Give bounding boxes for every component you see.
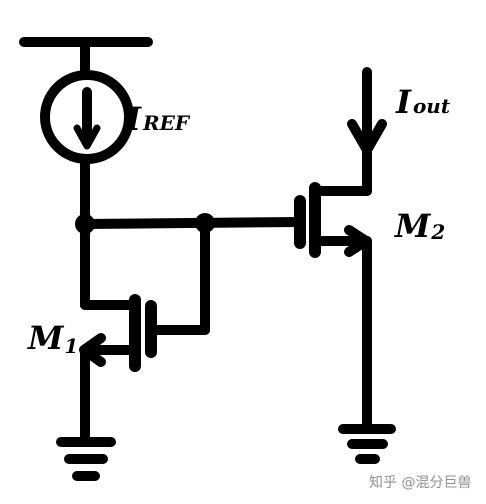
watermark-text: 知乎 @混分巨兽 (369, 474, 471, 491)
m1-label: M1 (27, 319, 78, 358)
m2-label: M2 (394, 207, 445, 245)
transistor-m2 (294, 67, 372, 431)
gate-bus-wire (80, 217, 305, 229)
current-source-arrow-head (73, 124, 101, 150)
ground-right (338, 424, 396, 464)
iout-arrow-head (347, 119, 387, 155)
transistor-m1 (79, 218, 210, 443)
ground-left (56, 437, 116, 481)
reference-current-source (40, 70, 134, 164)
